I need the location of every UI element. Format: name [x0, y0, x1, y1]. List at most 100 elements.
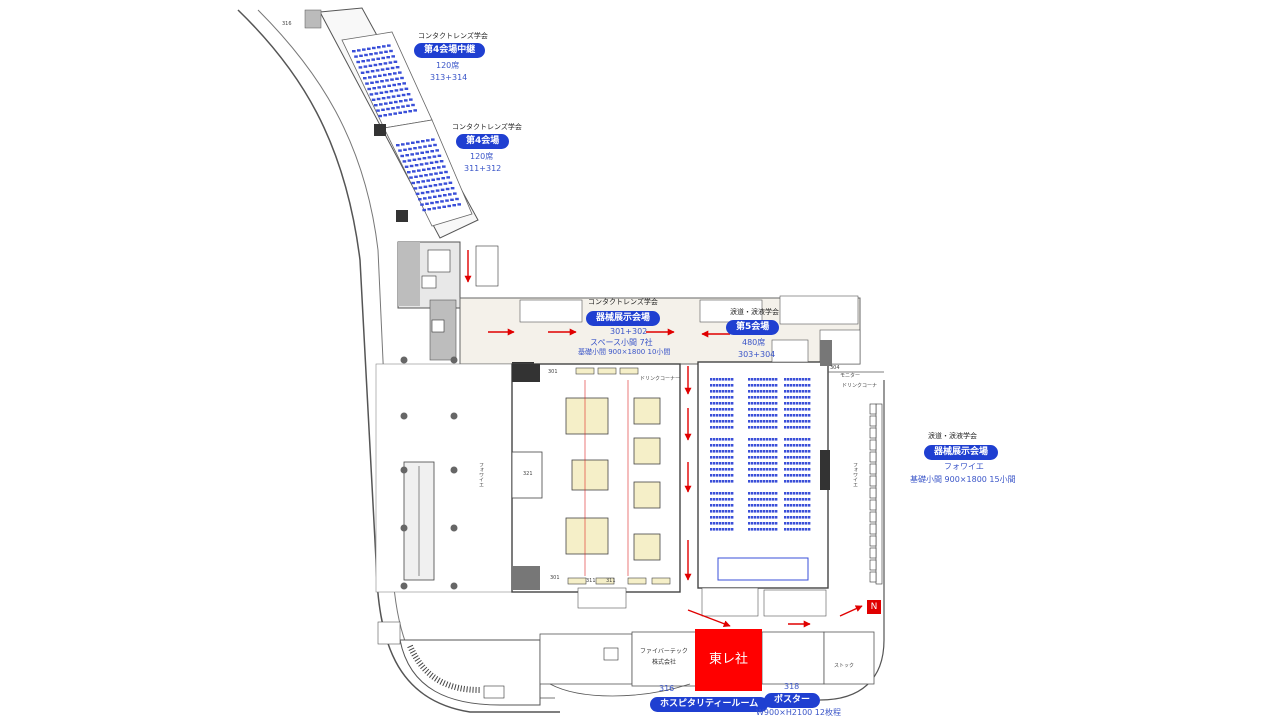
- seat: [748, 426, 751, 429]
- seat: [716, 384, 719, 387]
- seat: [766, 528, 769, 531]
- seat: [760, 396, 763, 399]
- seat: [784, 378, 787, 381]
- seat: [748, 492, 751, 495]
- seat: [422, 157, 427, 160]
- seat: [808, 510, 811, 513]
- seat: [725, 378, 728, 381]
- seat: [784, 516, 787, 519]
- seat: [790, 492, 793, 495]
- seat: [769, 456, 772, 459]
- seat: [398, 111, 402, 114]
- seat: [793, 522, 796, 525]
- seat: [760, 384, 763, 387]
- seat: [402, 160, 407, 163]
- seat: [722, 396, 725, 399]
- seat: [799, 438, 802, 441]
- seat: [772, 528, 775, 531]
- seat: [719, 438, 722, 441]
- fiber-tech-label-1: ファイバーテック: [640, 648, 688, 655]
- seat: [796, 480, 799, 483]
- seat: [754, 504, 757, 507]
- outer-corridor-wall: [237, 9, 560, 713]
- seat: [751, 474, 754, 477]
- seat: [716, 408, 719, 411]
- seat: [760, 462, 763, 465]
- seat: [748, 378, 751, 381]
- seat: [383, 114, 387, 117]
- seat: [751, 396, 754, 399]
- seat: [425, 202, 429, 205]
- seat: [751, 402, 754, 405]
- seat: [377, 86, 381, 89]
- seat: [757, 462, 760, 465]
- bottom-rooms: [377, 621, 875, 706]
- seat: [393, 60, 398, 63]
- seat: [731, 522, 734, 525]
- seat: [763, 504, 766, 507]
- basic-booth: [567, 577, 587, 585]
- seat: [805, 384, 808, 387]
- seat: [793, 438, 796, 441]
- seat: [725, 402, 728, 405]
- seat: [354, 55, 358, 58]
- seat: [757, 498, 760, 501]
- seat: [731, 450, 734, 453]
- seat: [748, 402, 751, 405]
- seat: [808, 504, 811, 507]
- seat: [775, 396, 778, 399]
- seat: [757, 420, 760, 423]
- seat: [769, 438, 772, 441]
- seat: [748, 414, 751, 417]
- seat: [719, 390, 722, 393]
- seat-grid-rooms-311-314: [352, 44, 461, 212]
- seat: [790, 426, 793, 429]
- seat: [799, 510, 802, 513]
- seat: [424, 162, 429, 165]
- seat: [731, 414, 734, 417]
- seat: [787, 378, 790, 381]
- seat: [722, 444, 725, 447]
- seat: [754, 498, 757, 501]
- seat: [757, 396, 760, 399]
- seat: [433, 184, 438, 187]
- basic-booth: [575, 367, 595, 375]
- seat: [763, 408, 766, 411]
- seat: [376, 57, 380, 60]
- seat: [372, 87, 376, 90]
- seat: [719, 516, 722, 519]
- seat: [432, 155, 437, 158]
- seat: [386, 56, 390, 59]
- seat: [713, 462, 716, 465]
- seat: [436, 177, 440, 181]
- seat: [769, 516, 772, 519]
- seat: [754, 408, 757, 411]
- seat: [406, 104, 410, 107]
- seat: [775, 528, 778, 531]
- seat: [731, 384, 734, 387]
- seat: [390, 66, 395, 70]
- seat: [799, 450, 802, 453]
- seat: [790, 528, 793, 531]
- seat: [722, 516, 725, 519]
- seat: [766, 396, 769, 399]
- seat: [442, 205, 446, 208]
- seat: [784, 468, 787, 471]
- seat: [787, 522, 790, 525]
- seat: [766, 390, 769, 393]
- seat: [790, 480, 793, 483]
- seat: [713, 450, 716, 453]
- seat: [766, 414, 769, 417]
- seat: [802, 516, 805, 519]
- seat: [790, 450, 793, 453]
- seat: [413, 147, 417, 150]
- seat: [802, 504, 805, 507]
- seat: [772, 402, 775, 405]
- seat: [796, 522, 799, 525]
- seat: [710, 504, 713, 507]
- seat: [722, 420, 725, 423]
- route-arrows: [464, 250, 863, 628]
- seat: [763, 420, 766, 423]
- seat: [763, 462, 766, 465]
- room-303-304: [697, 339, 832, 617]
